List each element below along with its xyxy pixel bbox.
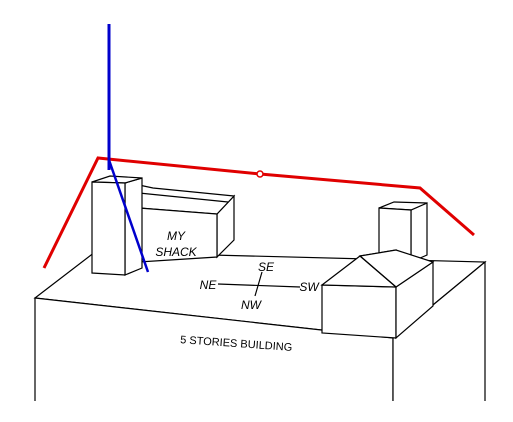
compass-ne-sw-line [217, 283, 301, 288]
building-crop [30, 401, 500, 422]
shack-roof-edge [138, 192, 229, 203]
house-front-face [321, 284, 397, 339]
vertical-antenna-slant [107, 159, 150, 273]
chimney-right-face [410, 202, 428, 263]
compass-label-sw: SW [299, 280, 320, 294]
tower-front-face [91, 181, 126, 276]
house-ridge [359, 255, 397, 288]
compass-label-nw: NW [241, 298, 263, 312]
compass-label-ne: NE [200, 278, 218, 292]
feedpoint-insulator [256, 170, 264, 178]
shack-label-line2: SHACK [155, 245, 197, 259]
shack-label-line1: MY [167, 229, 186, 243]
compass-label-se: SE [258, 260, 275, 274]
compass-se-nw-line [254, 271, 263, 297]
tower-right-face [124, 177, 143, 276]
